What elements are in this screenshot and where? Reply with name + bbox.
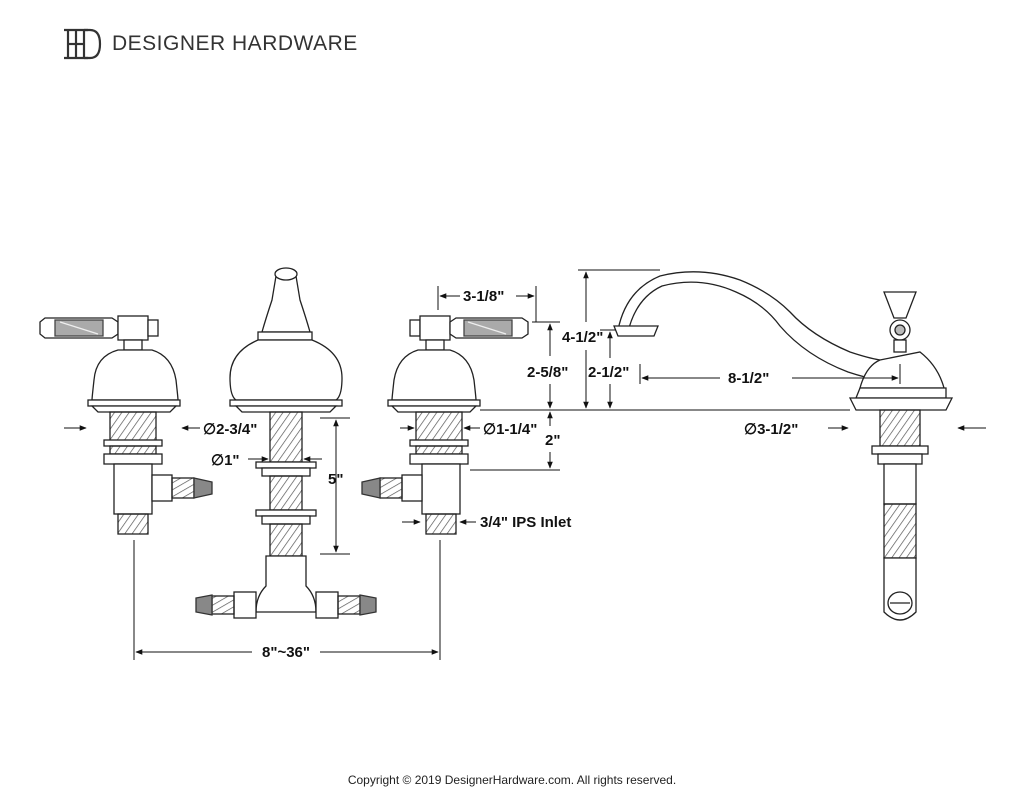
dim-stem-length: 5": [328, 471, 343, 488]
brand-logo-icon: [64, 28, 102, 60]
dim-shank-gap: 2": [545, 432, 560, 449]
dim-handle-width: 3-1/8": [463, 288, 504, 305]
dim-spout-reach: 8-1/2": [728, 370, 769, 387]
brand-header: DESIGNER HARDWARE: [62, 26, 358, 62]
dim-valve-height: 2-5/8": [527, 364, 568, 381]
dim-spout-outlet-height: 2-1/2": [588, 364, 629, 381]
dim-spout-base-diameter: ∅3-1/2": [744, 421, 798, 438]
center-spout-front-view: [195, 267, 377, 619]
spout-side-view: [613, 271, 954, 621]
dim-spout-height: 4-1/2": [562, 329, 603, 346]
dim-spread: 8"~36": [262, 644, 310, 661]
dim-inlet: 3/4" IPS Inlet: [480, 514, 571, 531]
brand-name: DESIGNER HARDWARE: [112, 32, 358, 55]
right-handle-valve: [361, 315, 529, 535]
dim-base-diameter: ∅2-3/4": [203, 421, 257, 438]
dim-shank-diameter: ∅1": [211, 452, 240, 469]
dim-valve-diameter: ∅1-1/4": [483, 421, 537, 438]
copyright-notice: Copyright © 2019 DesignerHardware.com. A…: [347, 773, 677, 787]
left-handle-valve: [39, 315, 213, 535]
